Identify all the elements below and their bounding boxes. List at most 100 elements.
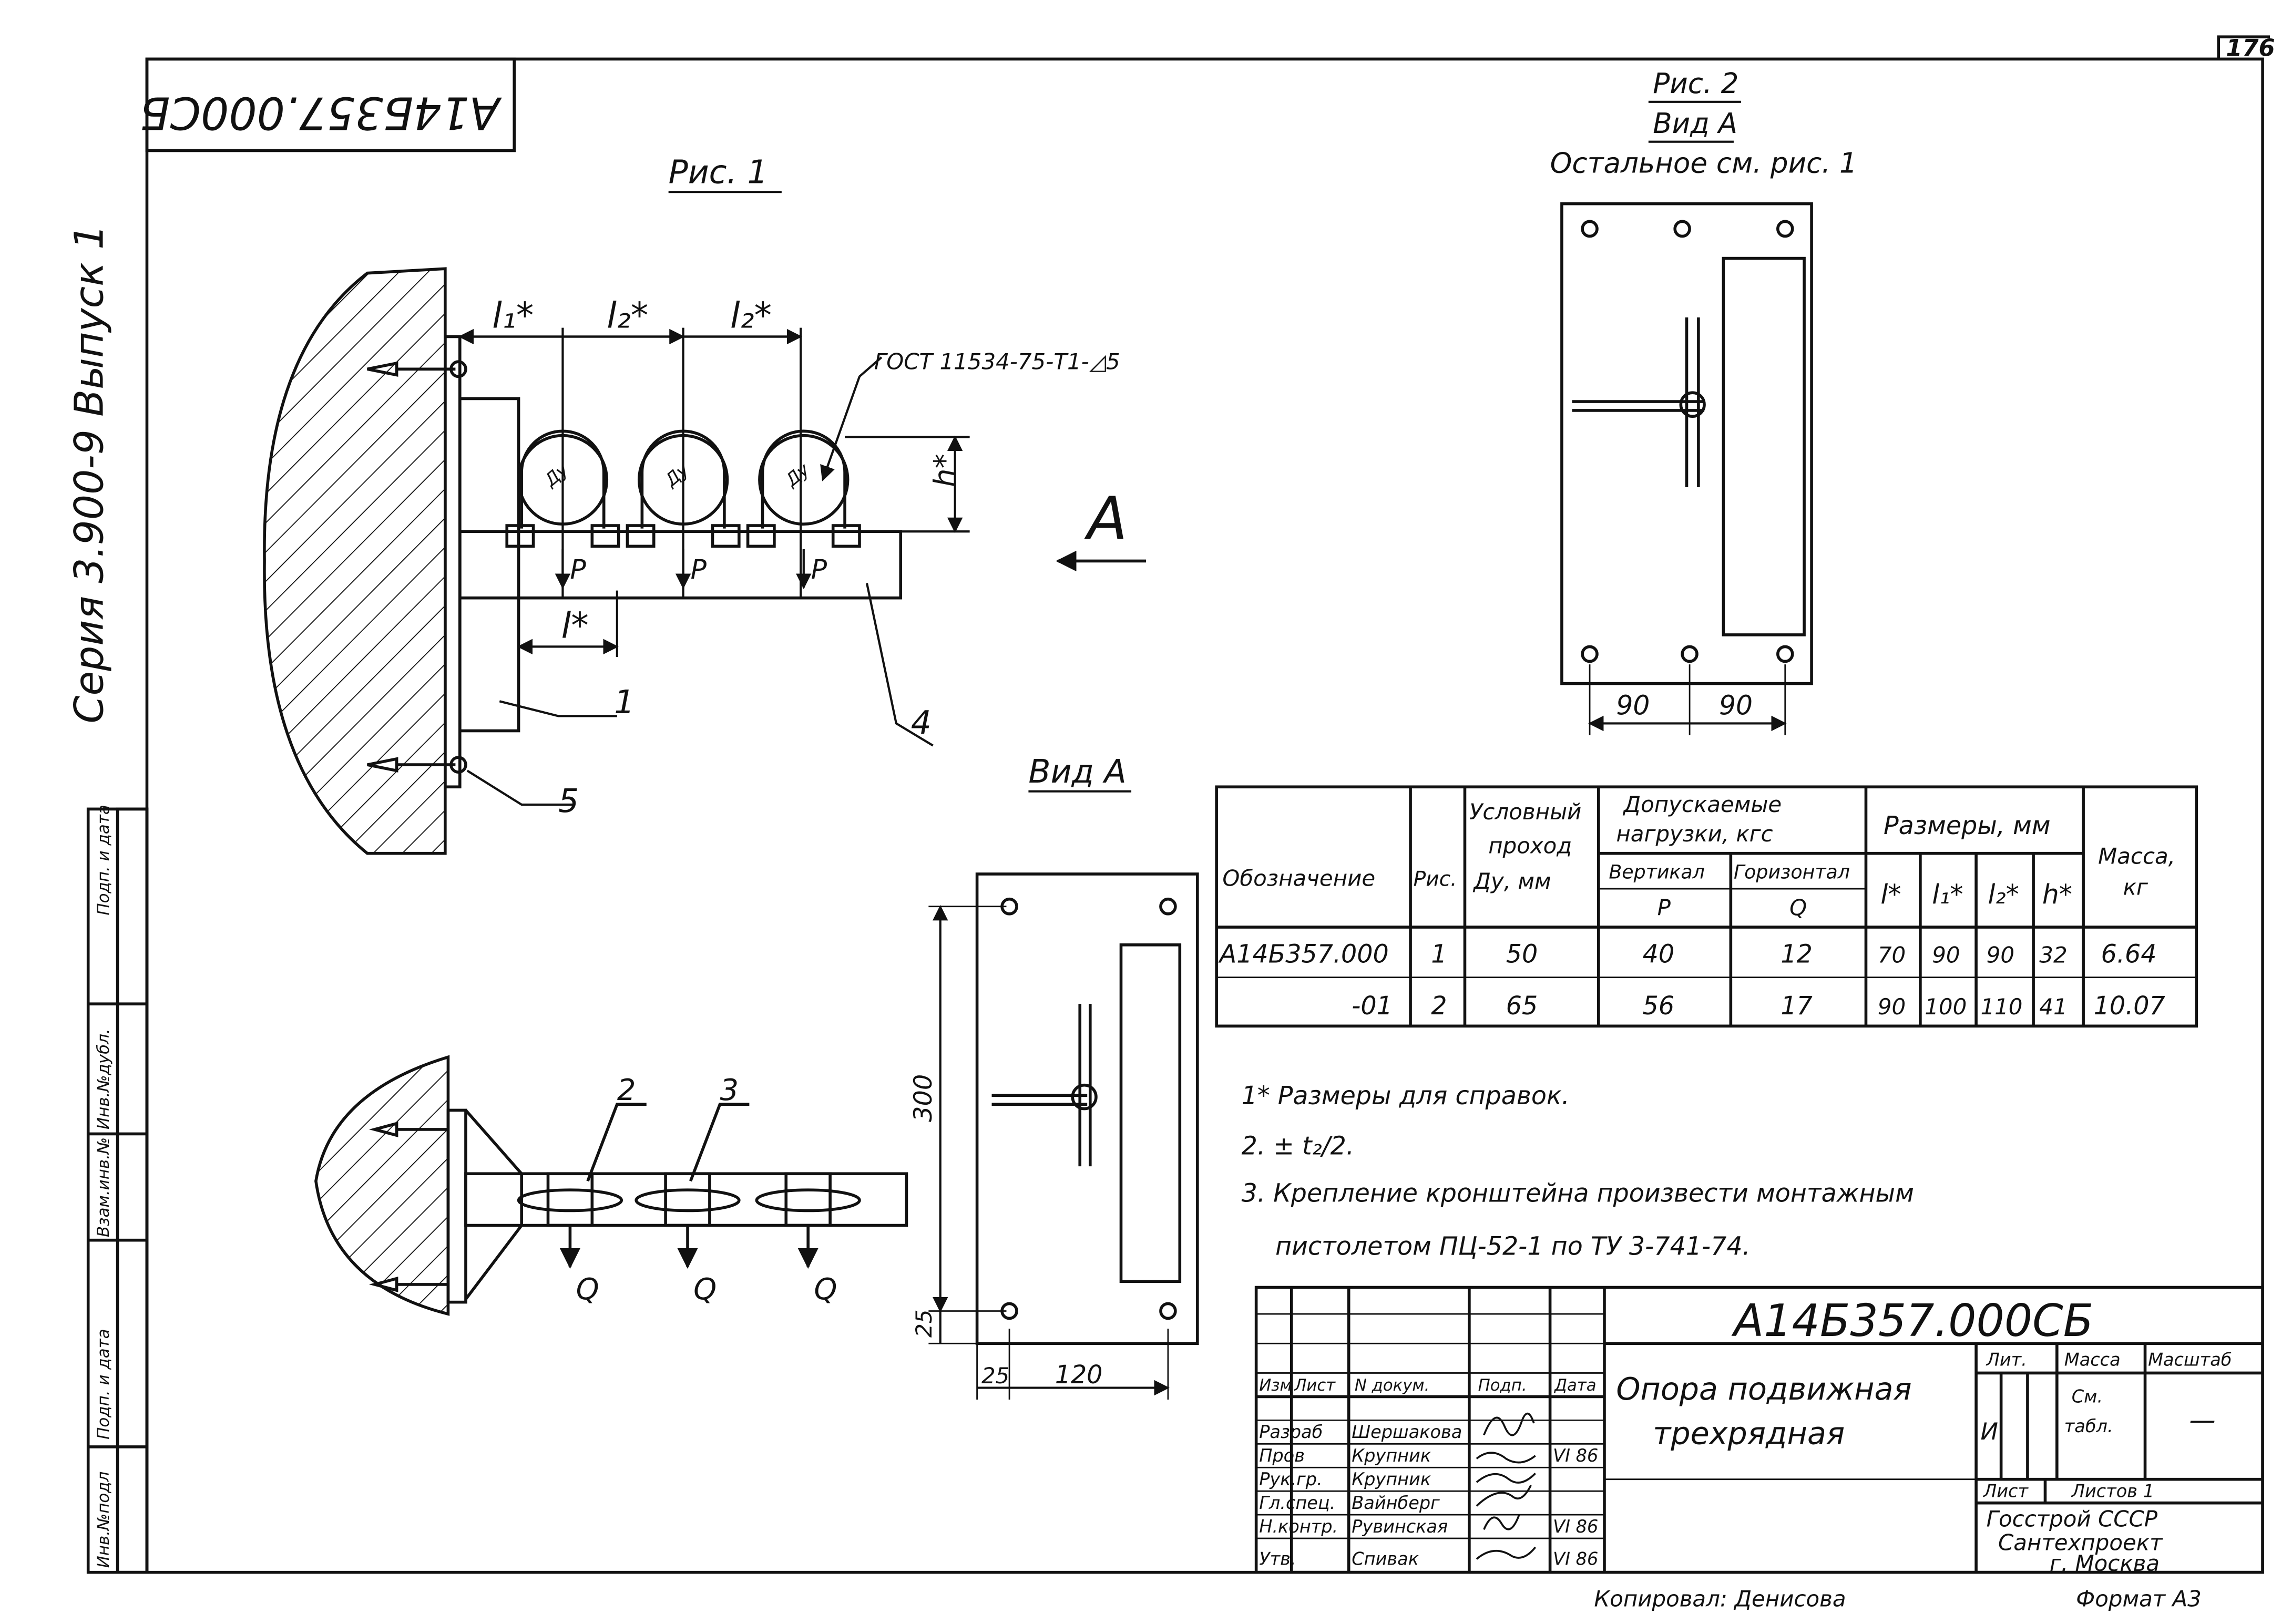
view-a-title: Вид А (1028, 753, 1126, 790)
side-stamp (86, 807, 149, 1574)
lit-label: Лит. (1986, 1349, 2027, 1370)
svg-text:Крупник: Крупник (1352, 1469, 1431, 1489)
bracket-post (458, 397, 520, 733)
weld-spec: ГОСТ 11534-75-Т1-◿5 (874, 348, 1120, 374)
svg-text:Пров: Пров (1259, 1445, 1305, 1466)
svg-text:VI 86: VI 86 (1553, 1549, 1598, 1569)
scale-value: — (2189, 1404, 2215, 1435)
org-3: г. Москва (2050, 1550, 2160, 1576)
product-name-2: трехрядная (1653, 1415, 1845, 1451)
rotated-stamp-box (145, 57, 516, 152)
th-horizontal: Горизонтал (1734, 860, 1850, 883)
fig2-note: Остальное см. рис. 1 (1550, 147, 1857, 180)
svg-text:32: 32 (2039, 942, 2067, 968)
svg-text:VI 86: VI 86 (1553, 1516, 1598, 1537)
svg-text:50: 50 (1506, 940, 1538, 969)
fig1-title: Рис. 1 (669, 153, 768, 191)
series-label: Серия 3.900-9 Выпуск 1 (66, 224, 112, 724)
sheet-number: 176 (2226, 34, 2275, 62)
view-a-plate (975, 872, 1199, 1345)
callout-1: 1 (614, 683, 635, 721)
base-plate (444, 335, 462, 789)
load-q-2: Q (693, 1272, 717, 1307)
svg-text:А14Б357.000: А14Б357.000 (1218, 940, 1389, 969)
dowel-bottom (367, 757, 456, 773)
view-a-dim-25-horizontal: 25 (981, 1363, 1009, 1389)
th-vertical: Вертикал (1609, 860, 1704, 883)
load-q-1: Q (576, 1272, 599, 1307)
svg-text:56: 56 (1643, 992, 1674, 1021)
figure-1: Рис. 1 Ду Ду Ду (263, 153, 1146, 855)
view-a-dim-25-vertical: 25 (911, 1309, 937, 1338)
fig2-dim-90-right: 90 (1719, 690, 1753, 721)
th-fig: Рис. (1414, 867, 1457, 891)
fig2-subtitle: Вид А (1653, 107, 1737, 140)
th-designation: Обозначение (1222, 865, 1375, 891)
th-dn-top: Условный (1469, 799, 1581, 825)
svg-text:90: 90 (1878, 994, 1906, 1020)
svg-text:Вайнберг: Вайнберг (1352, 1493, 1440, 1513)
dn-label-1: Ду (540, 459, 573, 491)
svg-text:N докум.: N докум. (1355, 1376, 1430, 1395)
scale-label: Масштаб (2148, 1349, 2232, 1370)
product-name-1: Опора подвижная (1616, 1371, 1911, 1407)
svg-text:Крупник: Крупник (1352, 1445, 1431, 1466)
callout-5: 5 (558, 782, 579, 820)
th-sizes: Размеры, мм (1884, 811, 2051, 840)
dn-label-3: Ду (781, 459, 814, 491)
svg-text:-01: -01 (1352, 992, 1393, 1021)
sheet-number-box (2217, 35, 2270, 59)
org-2: Сантехпроект (1998, 1529, 2163, 1555)
svg-text:Взам.инв.№: Взам.инв.№ (94, 1137, 113, 1237)
svg-text:65: 65 (1506, 992, 1538, 1021)
th-l2: l₂* (1988, 879, 2019, 910)
side-stamp-labels: Подп. и дата Инв.№дубл. Взам.инв.№ Подп.… (94, 805, 113, 1568)
spec-table: Обозначение Рис. Условный проход Ду, мм … (1215, 785, 2198, 1028)
doc-code: А14Б357.000СБ (1731, 1295, 2093, 1347)
format-label: Формат А3 (2076, 1586, 2202, 1611)
th-loads-bot: нагрузки, кгс (1616, 821, 1773, 847)
svg-text:Подп. и дата: Подп. и дата (94, 805, 113, 915)
dim-l: l* (561, 605, 589, 646)
copied-by: Копировал: Денисова (1594, 1586, 1846, 1611)
lit-value: И (1980, 1417, 1998, 1445)
note-4: пистолетом ПЦ-52-1 по ТУ 3-741-74. (1275, 1232, 1751, 1261)
svg-text:1: 1 (1431, 940, 1447, 969)
note-3: 3. Крепление кронштейна произвести монта… (1242, 1179, 1914, 1208)
svg-text:Утв.: Утв. (1259, 1549, 1296, 1569)
bracket-arm-plan (464, 1172, 908, 1227)
svg-text:110: 110 (1980, 994, 2022, 1020)
load-p-1: P (570, 554, 586, 585)
pipe-3 (758, 434, 850, 526)
view-a: Вид А 300 25 25 120 (909, 753, 1199, 1400)
callout-4: 4 (911, 704, 932, 742)
fig2-title: Рис. 2 (1653, 67, 1738, 100)
th-h: h* (2042, 879, 2072, 910)
th-mass-top: Масса, (2098, 843, 2175, 869)
rotated-stamp-text: А14Б357.000СБ (140, 87, 502, 138)
dim-l2-second: l₂* (730, 295, 772, 336)
svg-text:12: 12 (1781, 940, 1812, 969)
mass-label: Масса (2064, 1349, 2121, 1370)
dim-l1: l₁* (492, 295, 534, 336)
th-mass-bot: кг (2123, 874, 2148, 900)
svg-text:2: 2 (1431, 992, 1447, 1021)
sheets-label: Листов 1 (2071, 1481, 2154, 1501)
svg-text:Разраб: Разраб (1259, 1422, 1323, 1442)
load-p-2: P (691, 554, 707, 585)
svg-text:Шершакова: Шершакова (1352, 1422, 1462, 1442)
svg-text:Н.контр.: Н.контр. (1259, 1516, 1338, 1537)
load-q-3: Q (814, 1272, 837, 1307)
callout-3: 3 (720, 1073, 739, 1107)
svg-text:6.64: 6.64 (2101, 940, 2157, 969)
mass-value-bot: табл. (2064, 1416, 2113, 1436)
note-1: 1* Размеры для справок. (1242, 1082, 1570, 1111)
svg-text:90: 90 (1932, 942, 1960, 968)
callout-2: 2 (617, 1073, 636, 1107)
load-p-3: P (811, 554, 827, 585)
svg-text:40: 40 (1643, 940, 1674, 969)
mass-value-top: См. (2072, 1386, 2103, 1407)
svg-text:Лист: Лист (1294, 1376, 1336, 1395)
